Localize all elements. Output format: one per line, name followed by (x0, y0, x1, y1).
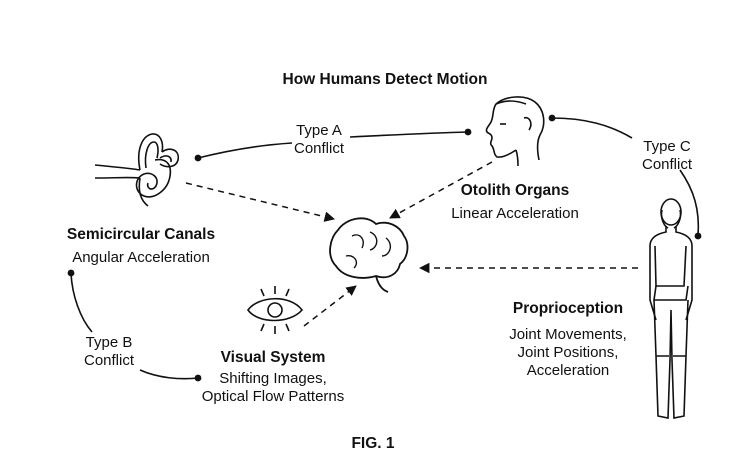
semicircular-canals-detail: Angular Acceleration (72, 249, 210, 266)
visual-system-detail: Shifting Images, Optical Flow Patterns (201, 370, 345, 405)
brain-icon (329, 217, 409, 293)
type-c-connector (551, 117, 700, 237)
visual-system-name: Visual System (220, 349, 326, 366)
type-c-dot-top (548, 114, 556, 122)
inner-ear-icon (94, 133, 180, 207)
type-a-dot-right (464, 128, 472, 136)
eye-icon (247, 286, 304, 334)
otolith-organs-detail: Linear Acceleration (451, 205, 579, 222)
proprioception-detail: Joint Movements, Joint Positions, Accele… (509, 326, 627, 379)
arrow-visual-to-brain (303, 285, 357, 327)
head-profile-icon (485, 96, 545, 167)
type-b-dot-bottom (194, 374, 202, 382)
type-a-connector (197, 131, 469, 159)
arrow-semicircular-to-brain (185, 182, 336, 222)
proprioception-name: Proprioception (512, 300, 624, 317)
figure-label: FIG. 1 (351, 435, 395, 452)
type-c-dot-bottom (694, 232, 702, 240)
arrow-otolith-to-brain (389, 161, 493, 219)
type-b-dot-top (67, 269, 75, 277)
figure-title: How Humans Detect Motion (282, 71, 488, 88)
type-b-connector (70, 272, 199, 380)
type-a-dot-left (194, 154, 202, 162)
type-a-conflict-label: Type A Conflict (293, 122, 345, 157)
semicircular-canals-name: Semicircular Canals (66, 226, 216, 243)
type-c-conflict-label: Type C Conflict (641, 138, 693, 173)
otolith-organs-name: Otolith Organs (460, 182, 570, 199)
type-b-conflict-label: Type B Conflict (83, 334, 135, 369)
human-body-icon (649, 198, 693, 419)
